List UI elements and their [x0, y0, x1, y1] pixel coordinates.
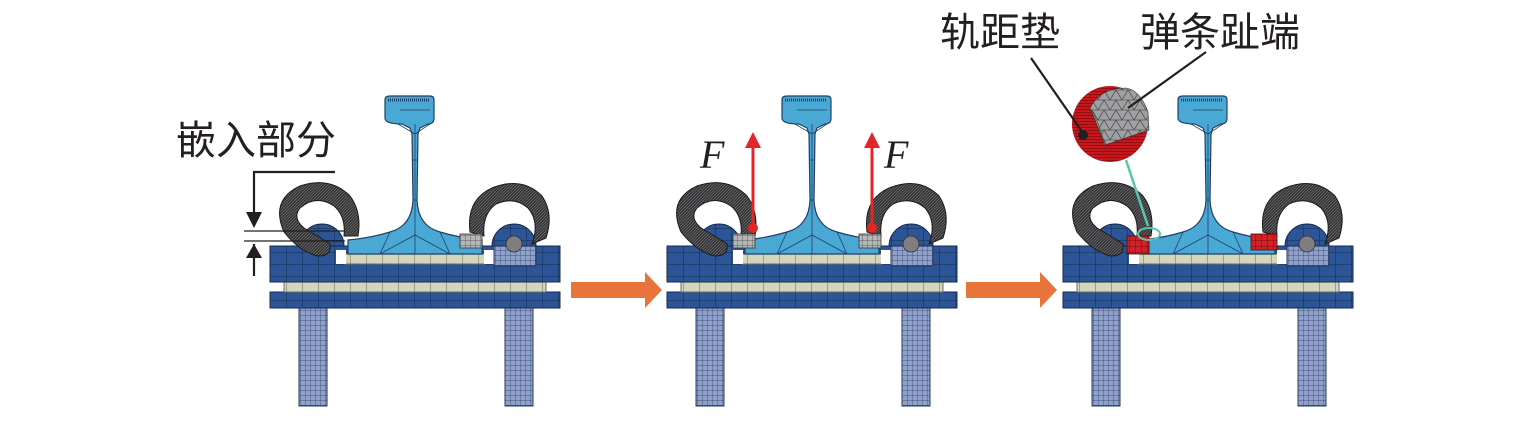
dimension-arrow-up: [246, 244, 262, 258]
embedded-part-label: 嵌入部分: [176, 118, 336, 164]
clip-toe-leader: [1127, 51, 1207, 109]
gauge-block-right: [459, 233, 483, 249]
process-arrow-1: [571, 272, 662, 308]
process-arrow-2: [966, 272, 1057, 308]
dimension-leader: [252, 170, 335, 222]
embedded-part-annotation: 嵌入部分: [176, 118, 345, 276]
clip-toe-label: 弹条趾端: [1140, 10, 1300, 56]
stage-1-model: [269, 94, 561, 407]
gauge-pad-right-red: [1250, 233, 1278, 251]
force-label-left: F: [699, 132, 725, 177]
gauge-block-right: [858, 233, 882, 249]
force-point-right: [867, 223, 877, 233]
contact-region-marker: [1137, 227, 1161, 241]
gauge-pad-leader-dot: [1078, 130, 1088, 140]
dimension-extension-lines: [244, 230, 345, 242]
stage-2-model: [666, 94, 958, 407]
gauge-pad-label: 轨距垫: [940, 10, 1060, 56]
force-point-left: [748, 223, 758, 233]
force-arrowhead-right: [864, 132, 880, 148]
gauge-block-left: [732, 233, 756, 249]
rail: [346, 94, 484, 256]
force-arrowhead-left: [745, 132, 761, 148]
gauge-pad-leader: [1030, 57, 1084, 134]
stage-3-model: [1062, 94, 1354, 407]
elastic-clip-left: [279, 182, 360, 257]
dimension-arrow-down: [246, 212, 262, 228]
force-label-right: F: [883, 132, 909, 177]
rail: [743, 94, 881, 256]
detail-leader-teal: [1124, 159, 1150, 227]
gauge-pad-left-red: [1126, 235, 1150, 255]
rail: [1139, 94, 1277, 256]
